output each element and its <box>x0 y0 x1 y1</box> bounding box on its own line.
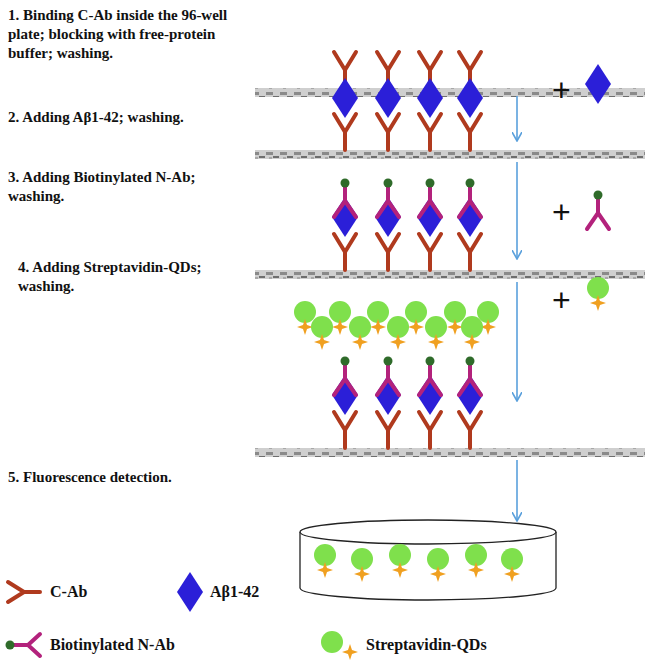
detection-antibody <box>459 187 481 217</box>
legend-icon-cab <box>8 582 40 602</box>
well-plate-surface <box>255 448 645 457</box>
biotin-dot <box>384 357 393 366</box>
biotin-dot <box>466 357 475 366</box>
streptavidin-star <box>342 644 358 660</box>
legend-text: Aβ1-42 <box>210 582 259 602</box>
detection-antibody <box>419 365 441 395</box>
capture-antibody <box>419 234 441 270</box>
detection-antibody <box>587 199 609 229</box>
capture-antibody <box>459 234 481 270</box>
plus-sign: + <box>552 74 582 106</box>
plus-sign: + <box>552 196 582 228</box>
detection-antibody <box>377 187 399 217</box>
abeta-diamond <box>332 78 358 118</box>
streptavidin-star <box>504 566 520 582</box>
capture-antibody <box>334 114 356 150</box>
step-arrow <box>516 162 518 258</box>
abeta-diamond <box>417 78 443 118</box>
streptavidin-star <box>297 319 313 335</box>
biotin-dot <box>594 191 603 200</box>
capture-antibody <box>377 412 399 448</box>
streptavidin-star <box>468 562 484 578</box>
step-label: 2. Adding Aβ1-42; washing. <box>8 108 253 127</box>
capture-antibody <box>334 234 356 270</box>
legend-text: Streptavidin-QDs <box>366 635 487 655</box>
detection-antibody <box>419 187 441 217</box>
streptavidin-star <box>590 295 606 311</box>
biotin-dot <box>426 179 435 188</box>
step-label: 4. Adding Streptavidin-QDs; washing. <box>18 258 253 296</box>
biotin-dot <box>341 179 350 188</box>
abeta-diamond <box>457 78 483 118</box>
abeta-diamond <box>177 572 203 612</box>
streptavidin-star <box>390 334 406 350</box>
plus-sign: + <box>552 284 582 316</box>
biotin-dot <box>384 179 393 188</box>
well-plate-surface <box>255 150 645 159</box>
step-arrow <box>516 282 518 400</box>
step-label: 3. Adding Biotinylated N-Ab; washing. <box>8 168 253 206</box>
legend-icon-biotin <box>6 641 15 650</box>
step-arrow <box>516 96 518 140</box>
abeta-diamond <box>375 78 401 118</box>
streptavidin-star <box>352 334 368 350</box>
streptavidin-star <box>354 566 370 582</box>
detection-antibody <box>459 365 481 395</box>
detection-antibody <box>334 365 356 395</box>
abeta-diamond <box>585 64 611 104</box>
biotin-dot <box>466 179 475 188</box>
capture-antibody <box>419 412 441 448</box>
capture-antibody <box>377 234 399 270</box>
capture-antibody <box>419 114 441 150</box>
detection-antibody <box>377 365 399 395</box>
dish-rim <box>300 520 556 544</box>
step-label: 5. Fluorescence detection. <box>8 468 253 487</box>
streptavidin-star <box>314 334 330 350</box>
capture-antibody <box>459 114 481 150</box>
streptavidin-star <box>392 562 408 578</box>
well-plate-surface <box>255 88 645 97</box>
step-arrow <box>516 460 518 520</box>
streptavidin-star <box>447 319 463 335</box>
legend-text: C-Ab <box>50 582 87 602</box>
capture-antibody <box>459 412 481 448</box>
streptavidin-star <box>464 334 480 350</box>
streptavidin-star <box>317 562 333 578</box>
streptavidin-star <box>332 319 348 335</box>
capture-antibody <box>377 114 399 150</box>
legend-text: Biotinylated N-Ab <box>50 635 175 655</box>
streptavidin-star <box>428 334 444 350</box>
legend-icon-nab <box>14 634 40 656</box>
capture-antibody <box>334 412 356 448</box>
well-plate-surface <box>255 270 645 279</box>
streptavidin-star <box>370 319 386 335</box>
legend-icon-qd <box>321 631 343 653</box>
streptavidin-star <box>408 319 424 335</box>
detection-antibody <box>334 187 356 217</box>
streptavidin-star <box>430 566 446 582</box>
step-label: 1. Binding C-Ab inside the 96-well plate… <box>8 6 253 62</box>
biotin-dot <box>341 357 350 366</box>
biotin-dot <box>426 357 435 366</box>
